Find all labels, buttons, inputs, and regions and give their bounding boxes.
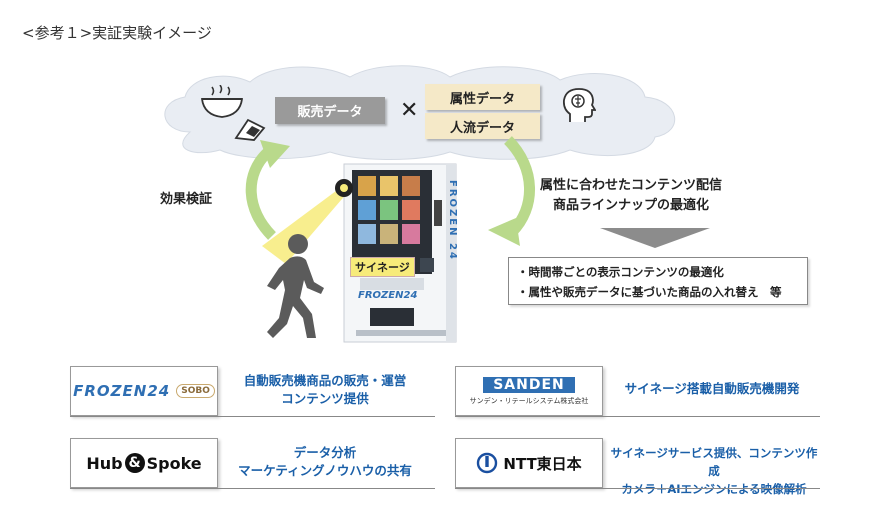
partner-desc-hubspoke: データ分析 マーケティングノウハウの共有 — [225, 444, 425, 480]
ntt-logo-icon — [476, 452, 498, 474]
cross-symbol: ✕ — [400, 98, 418, 123]
list-item: ・時間帯ごとの表示コンテンツの最適化 — [517, 262, 799, 282]
partner-desc-frozen24: 自動販売機商品の販売・運営 コンテンツ提供 — [225, 372, 425, 408]
down-arrow-icon — [600, 228, 710, 250]
desc-line: カメラ＋AIエンジンによる映像解析 — [606, 480, 822, 498]
optimization-line-1: 属性に合わせたコンテンツ配信 — [540, 176, 722, 196]
frozen24-logo-text: FROZEN24 — [73, 382, 170, 400]
brain-head-icon — [562, 88, 596, 124]
list-item: ・属性や販売データに基づいた商品の入れ替え 等 — [517, 282, 799, 302]
sales-data-box: 販売データ — [275, 97, 385, 124]
machine-brand-vertical: FROZEN 24 — [438, 180, 458, 261]
sanden-company-text: サンデン・リテールシステム株式会社 — [470, 396, 589, 406]
divider — [455, 488, 820, 489]
spoke-logo-text: Spoke — [147, 454, 202, 473]
hub-logo-text: Hub — [86, 454, 122, 473]
divider — [70, 416, 435, 417]
partner-logo-ntt: NTT東日本 — [455, 438, 603, 488]
signage-label: サイネージ — [350, 257, 415, 277]
divider — [70, 488, 435, 489]
effect-verification-label: 効果検証 — [160, 188, 212, 207]
optimization-label: 属性に合わせたコンテンツ配信 商品ラインナップの最適化 — [540, 176, 722, 216]
machine-brand-front: FROZEN24 — [358, 290, 417, 301]
walking-person-icon — [262, 232, 330, 342]
desc-line: コンテンツ提供 — [225, 390, 425, 408]
partner-logo-frozen24: FROZEN24 SOBO — [70, 366, 218, 416]
attribute-data-box: 属性データ — [425, 84, 540, 110]
desc-line: 自動販売機商品の販売・運営 — [225, 372, 425, 390]
partner-desc-ntt: サイネージサービス提供、コンテンツ作成 カメラ＋AIエンジンによる映像解析 — [606, 444, 822, 498]
desc-line: サイネージサービス提供、コンテンツ作成 — [606, 444, 822, 480]
optimization-line-2: 商品ラインナップの最適化 — [540, 196, 722, 216]
sanden-logo-text: SANDEN — [483, 377, 575, 393]
ntt-logo-text: NTT東日本 — [503, 453, 581, 474]
desc-line: サイネージ搭載自動販売機開発 — [612, 380, 812, 398]
desc-line: データ分析 — [225, 444, 425, 462]
partner-logo-sanden: SANDEN サンデン・リテールシステム株式会社 — [455, 366, 603, 416]
partner-logo-hubspoke: Hub & Spoke — [70, 438, 218, 488]
sobo-logo-text: SOBO — [176, 384, 215, 398]
page-title: <参考１>実証実験イメージ — [22, 22, 212, 43]
ramen-bowl-icon — [200, 85, 244, 119]
divider — [455, 416, 820, 417]
ampersand-logo: & — [125, 453, 145, 473]
desc-line: マーケティングノウハウの共有 — [225, 462, 425, 480]
improvement-list: ・時間帯ごとの表示コンテンツの最適化 ・属性や販売データに基づいた商品の入れ替え… — [508, 257, 808, 305]
partner-desc-sanden: サイネージ搭載自動販売機開発 — [612, 380, 812, 398]
